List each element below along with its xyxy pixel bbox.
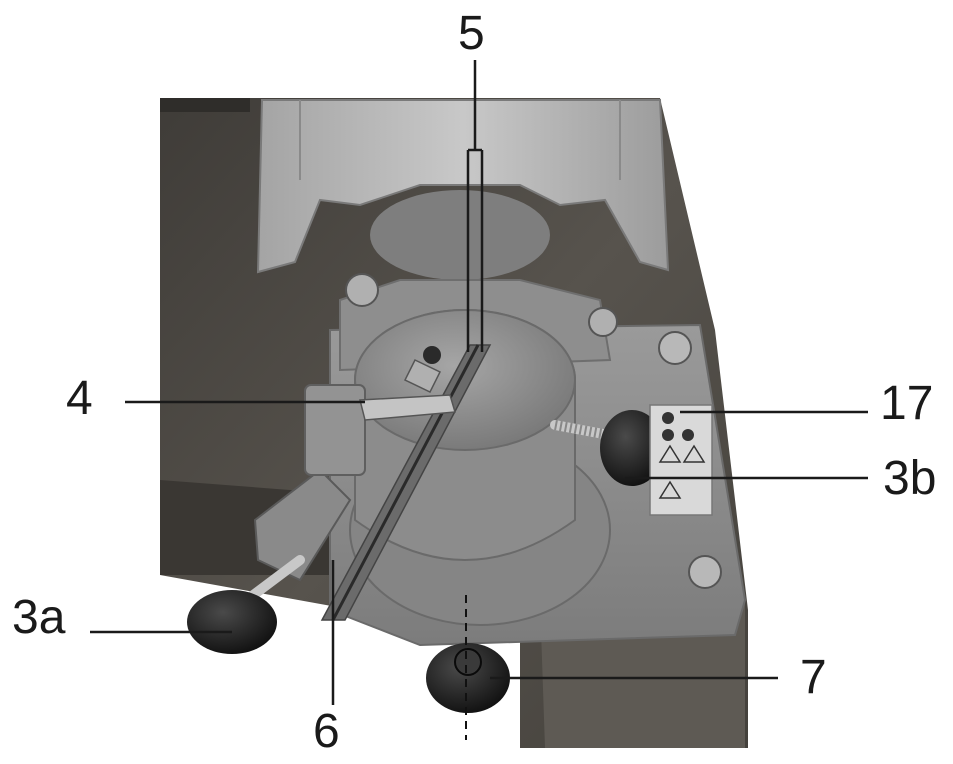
callout-4: 4 [66,372,93,425]
label-symbol-1 [662,412,674,424]
arm-bolt-left [345,273,379,307]
plate-bolt-bottom [688,555,722,589]
bench-edge [160,98,250,112]
angle-knob-7[interactable] [426,643,510,713]
arm-bolt-right [588,307,618,337]
callout-5: 5 [458,7,485,60]
clamp-assembly [253,468,352,582]
callout-6: 6 [313,705,340,758]
label-warning-triangles [658,444,706,499]
rod-thread-right [554,420,626,443]
clamp-knob-3a[interactable] [187,590,277,654]
plate-bolt-top [658,331,692,365]
leader-lines [90,60,868,705]
chain-stop-housing [304,384,366,476]
callout-17: 17 [880,377,934,430]
guard-ribs [299,100,621,180]
angle-knob-bore [454,648,482,676]
callout-7: 7 [800,651,827,704]
clamp-knob-3b[interactable] [600,410,664,486]
callout-3a: 3a [12,591,66,644]
chain-stop-pawl [359,394,456,421]
grinding-wheel [370,190,550,280]
wheel-guard [256,99,670,274]
chain-slot [331,344,480,621]
callout-3b: 3b [883,452,937,505]
label-symbol-3 [682,429,694,441]
leader-5 [466,60,484,352]
stop-spring [403,359,442,393]
stop-screw [423,346,441,364]
label-symbol-2 [662,429,674,441]
